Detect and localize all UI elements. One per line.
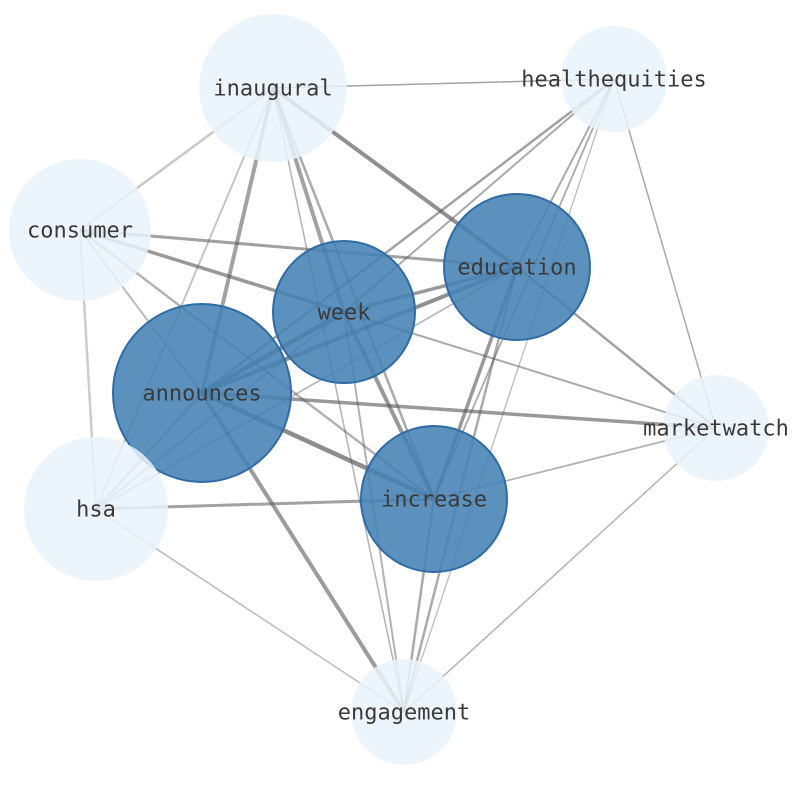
node-week (272, 240, 416, 384)
edge-marketwatch-engagement (403, 427, 717, 713)
edge-inaugural-engagement (272, 87, 405, 713)
edge-healthequities-engagement (403, 78, 615, 713)
edge-healthequities-marketwatch (613, 78, 717, 429)
node-hsa (24, 437, 168, 581)
node-increase (360, 425, 508, 573)
node-education (443, 193, 591, 341)
node-marketwatch (663, 375, 769, 481)
node-engagement (351, 659, 457, 765)
node-inaugural (199, 14, 347, 162)
node-consumer (9, 159, 151, 301)
nodes-layer (9, 14, 769, 765)
node-announces (112, 303, 292, 483)
node-healthequities (561, 26, 667, 132)
